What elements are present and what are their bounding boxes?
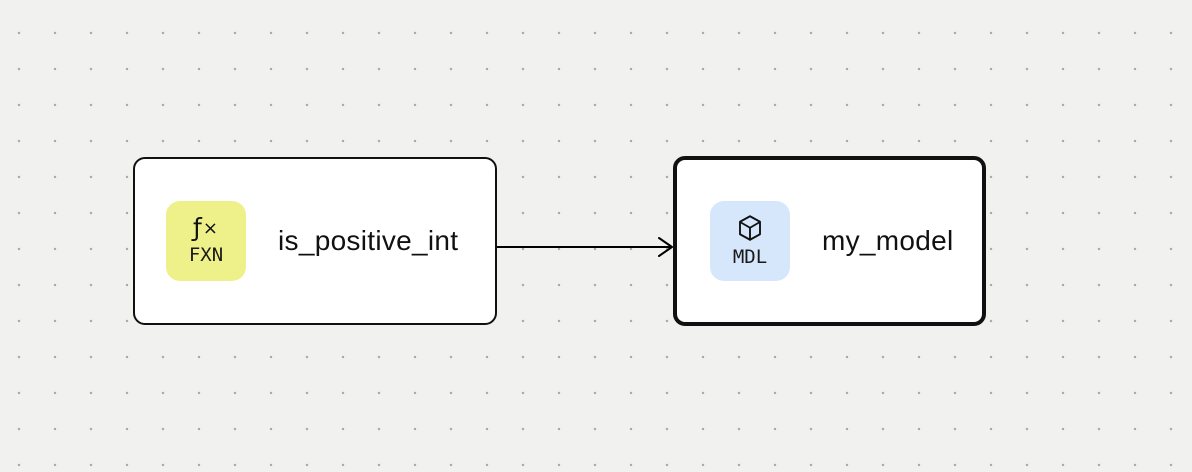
model-type-badge: MDL bbox=[710, 201, 790, 281]
badge-label: MDL bbox=[732, 246, 768, 268]
node-my-model[interactable]: MDL my_model bbox=[673, 156, 986, 326]
node-label: my_model bbox=[822, 225, 954, 256]
badge-label: FXN bbox=[188, 244, 224, 267]
function-type-badge: ƒ× FXN bbox=[166, 201, 246, 281]
cube-icon bbox=[733, 213, 767, 243]
function-icon: ƒ× bbox=[193, 212, 219, 242]
edge-arrowhead-icon bbox=[658, 237, 673, 257]
node-label: is_positive_int bbox=[278, 225, 459, 256]
node-is-positive-int[interactable]: ƒ× FXN is_positive_int bbox=[133, 157, 497, 325]
